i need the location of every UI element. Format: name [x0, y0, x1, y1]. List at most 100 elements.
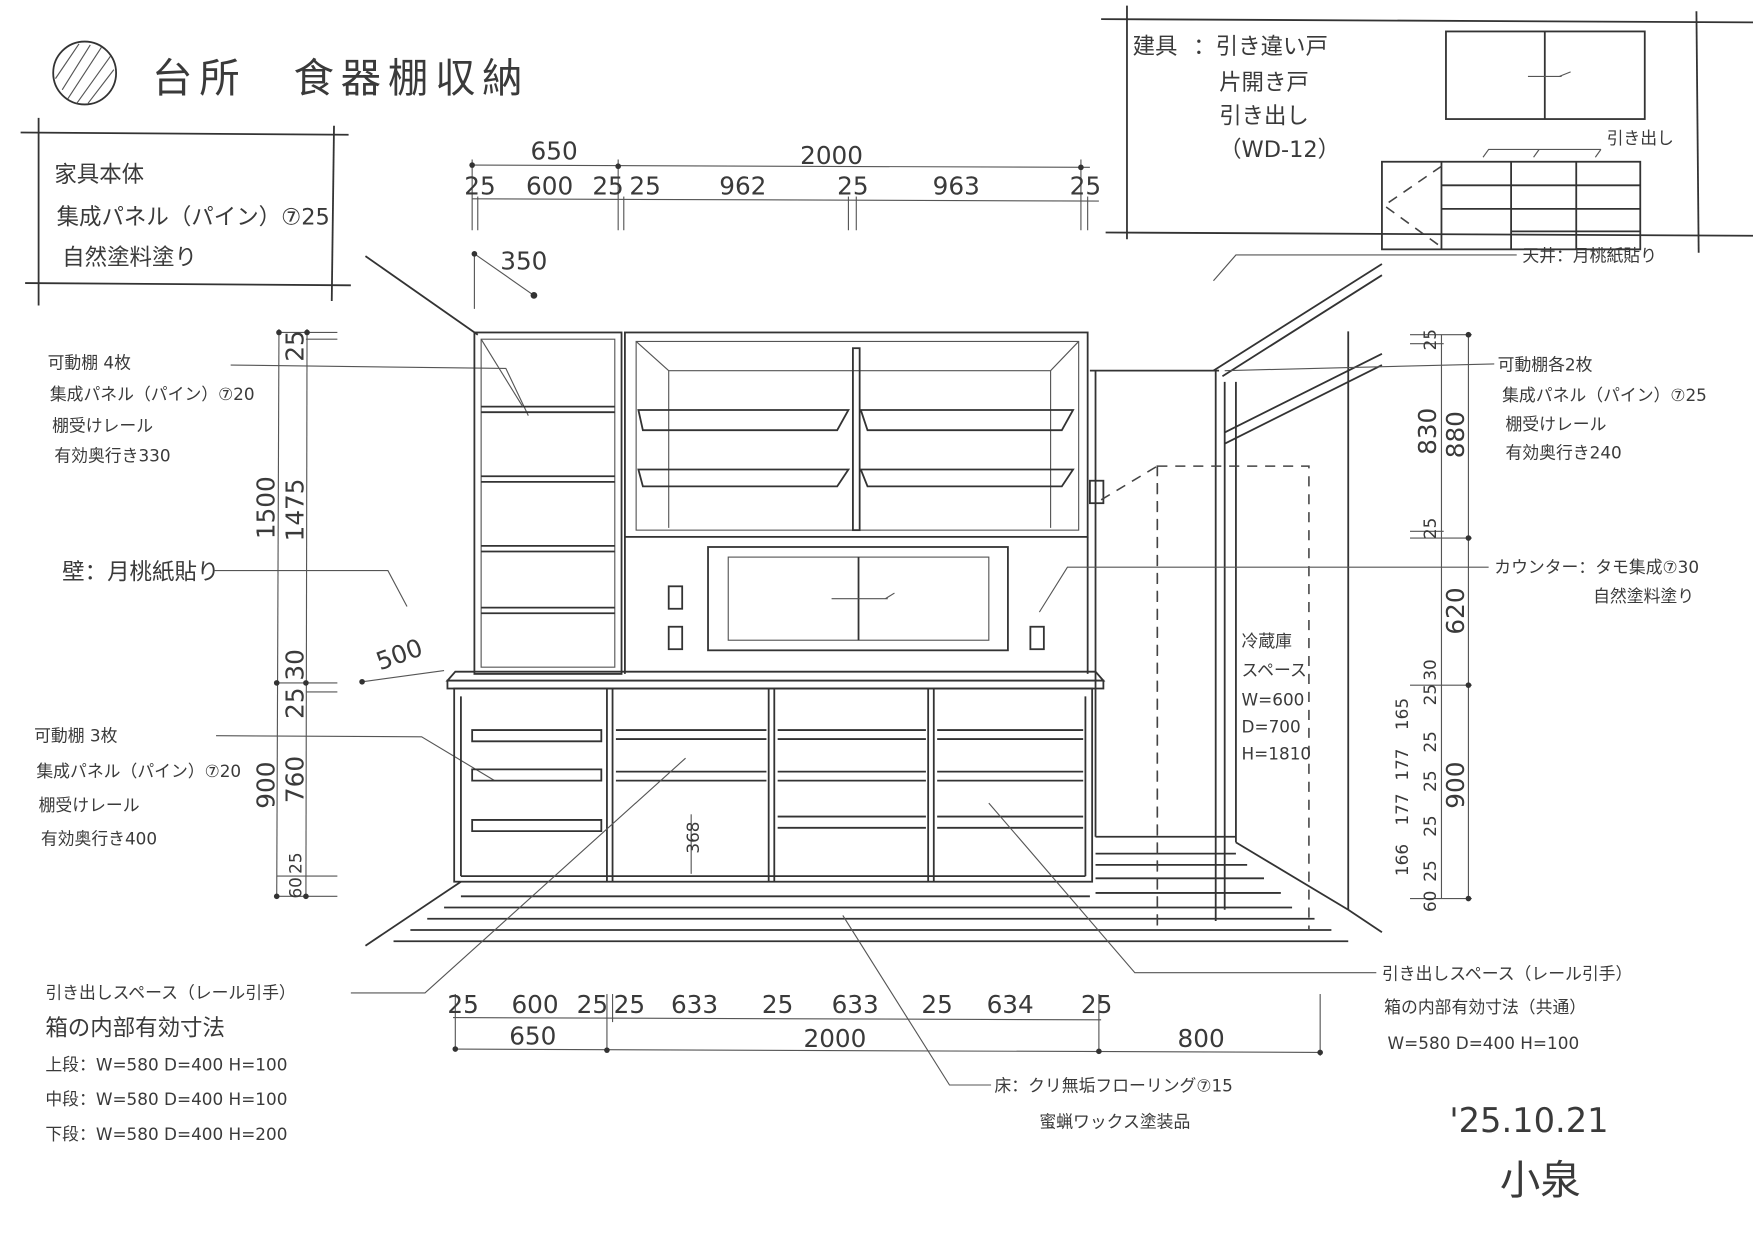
note-line: W=580 D=400 H=100 — [1388, 1033, 1580, 1053]
note-line: 棚受けレール — [39, 795, 140, 815]
note-line: 集成パネル（パイン）⑦25 — [57, 205, 330, 231]
dim-label: 1500 — [251, 476, 280, 539]
furniture-body-note: 家具本体 集成パネル（パイン）⑦25 自然塗料塗り — [20, 117, 479, 336]
dim-label: 880 — [1441, 411, 1470, 458]
note-line: 棚受けレール — [52, 415, 153, 435]
note-line: 蜜蝋ワックス塗装品 — [1039, 1112, 1190, 1132]
dim-label: 2000 — [803, 1024, 866, 1053]
note-line: 有効奥行き400 — [41, 829, 157, 849]
note-line: 集成パネル（パイン）⑦25 — [1502, 385, 1707, 405]
note-line: 可動棚 4枚 — [48, 352, 132, 372]
note-line: 集成パネル（パイン）⑦20 — [36, 761, 241, 781]
dim-label: 25 — [464, 171, 495, 200]
dim-label: 177 — [1392, 748, 1412, 780]
dim-label: 900 — [1441, 762, 1470, 809]
ceiling-label: 天井：月桃紙貼り — [1522, 246, 1657, 266]
drawing-date: '25.10.21 — [1449, 1101, 1608, 1140]
dim-label: 650 — [531, 136, 578, 165]
note-line: 引き出しスペース（レール引手） — [45, 983, 295, 1003]
fitting-item: ：引き違い戸 — [1193, 34, 1328, 60]
dim-label: 830 — [1413, 408, 1442, 455]
fitting-item: （WD-12） — [1219, 137, 1340, 163]
title-block: 台所 食器棚収納 — [52, 40, 529, 106]
dim-label: 30 — [1420, 659, 1440, 680]
dim-label: 963 — [933, 171, 980, 200]
dim-label: 368 — [683, 821, 703, 853]
note-line: 可動棚各2枚 — [1498, 355, 1593, 375]
drawer-right-note: 引き出しスペース（レール引手） 箱の内部有効寸法（共通） W=580 D=400… — [988, 802, 1632, 1053]
note-line: 有効奥行き240 — [1505, 442, 1621, 462]
note-line: 引き出しスペース（レール引手） — [1382, 963, 1632, 983]
bottom-dimensions: 25 600 25 25 633 25 633 25 634 25 650 20… — [447, 990, 1323, 1056]
hatched-circle-icon — [52, 40, 118, 106]
dim-label: 760 — [281, 756, 310, 803]
dim-label: 25 — [577, 990, 608, 1019]
note-line: 箱の内部有効寸法（共通） — [1384, 997, 1586, 1017]
dim-label: 25 — [1420, 770, 1440, 791]
lower-left-shelf-note: 可動棚 3枚 集成パネル（パイン）⑦20 棚受けレール 有効奥行き400 — [34, 725, 495, 849]
dim-label: 166 — [1392, 844, 1412, 876]
drawer-left-note: 引き出しスペース（レール引手） 箱の内部有効寸法 上段：W=580 D=400 … — [45, 757, 686, 1144]
fridge-text: W=600 — [1242, 689, 1305, 709]
dim-label: 25 — [1420, 731, 1440, 752]
right-vertical-dimensions: 25 830 880 25 620 30 25 165 25 177 25 17… — [1392, 329, 1472, 912]
ceiling-note: 天井：月桃紙貼り — [1213, 246, 1657, 282]
note-line: 箱の内部有効寸法 — [45, 1016, 225, 1042]
dim-label: 25 — [281, 330, 310, 361]
page-title: 台所 食器棚収納 — [152, 54, 529, 102]
dim-label: 1475 — [281, 479, 310, 542]
cupboard-elevation: 368 冷蔵庫 スペース W=600 D=700 H=1810 — [364, 263, 1383, 947]
fridge-text: スペース — [1242, 660, 1307, 680]
dim-label: 25 — [921, 990, 952, 1019]
dim-label: 25 — [1420, 684, 1440, 705]
dim-label: 25 — [762, 990, 793, 1019]
drawer-label: 引き出し — [1607, 128, 1674, 148]
dim-label: 25 — [447, 990, 478, 1019]
dim-label: 25 — [1420, 518, 1440, 539]
dim-label: 177 — [1392, 793, 1412, 825]
note-line: 自然塗料塗り — [62, 245, 197, 271]
dim-label: 25 — [1081, 990, 1112, 1019]
dim-label: 25 — [614, 990, 645, 1019]
fitting-item: 片開き戸 — [1219, 70, 1309, 96]
dim-label: 60 — [1420, 891, 1440, 912]
note-line: 自然塗料塗り — [1593, 586, 1694, 606]
dim-label: 634 — [987, 990, 1034, 1019]
dim-label: 633 — [671, 990, 718, 1019]
dim-label: 962 — [719, 171, 766, 200]
dim-label: 500 — [372, 633, 426, 676]
dim-label: 620 — [1441, 587, 1470, 634]
author-name: 小泉 — [1500, 1156, 1581, 1204]
dim-label: 25 — [837, 171, 868, 200]
wall-note: 壁：月桃紙貼り — [62, 560, 408, 607]
dim-label: 2000 — [800, 141, 863, 170]
fridge-text: 冷蔵庫 — [1242, 631, 1293, 651]
dim-label: 633 — [832, 990, 879, 1019]
note-line: 棚受けレール — [1505, 414, 1606, 434]
fridge-text: D=700 — [1242, 716, 1301, 736]
dim-label: 25 — [1420, 860, 1440, 881]
upper-left-shelf-note: 可動棚 4枚 集成パネル（パイン）⑦20 棚受けレール 有効奥行き330 — [48, 352, 529, 466]
dim-label: 25 — [285, 852, 305, 873]
floor-note: 床：クリ無垢フローリング⑦15 蜜蝋ワックス塗装品 — [842, 915, 1233, 1132]
dim-label: 25 — [1420, 329, 1440, 350]
dim-label: 25 — [629, 171, 660, 200]
dim-label: 30 — [281, 649, 310, 680]
dim-label: 600 — [526, 171, 573, 200]
note-line: 集成パネル（パイン）⑦20 — [50, 384, 255, 404]
dim-label: 800 — [1178, 1024, 1225, 1053]
dim-label: 900 — [251, 762, 280, 809]
dim-label: 600 — [511, 990, 558, 1019]
fittings-legend: 建具 ：引き違い戸 片開き戸 引き出し （WD-12） 引き出し — [1101, 5, 1753, 253]
note-line: 有効奥行き330 — [54, 446, 170, 466]
dim-label: 350 — [500, 247, 547, 276]
note-line: 上段：W=580 D=400 H=100 — [45, 1054, 287, 1074]
wall-label: 壁：月桃紙貼り — [62, 560, 219, 586]
top-dimensions: 650 2000 25 600 25 25 962 25 963 25 350 … — [359, 136, 1101, 685]
upper-right-shelf-note: 可動棚各2枚 集成パネル（パイン）⑦25 棚受けレール 有効奥行き240 — [1224, 355, 1707, 462]
note-line: 中段：W=580 D=400 H=100 — [45, 1089, 287, 1109]
note-line: 可動棚 3枚 — [34, 725, 118, 745]
fitting-item: 引き出し — [1219, 104, 1309, 130]
dim-label: 60 — [285, 877, 305, 898]
